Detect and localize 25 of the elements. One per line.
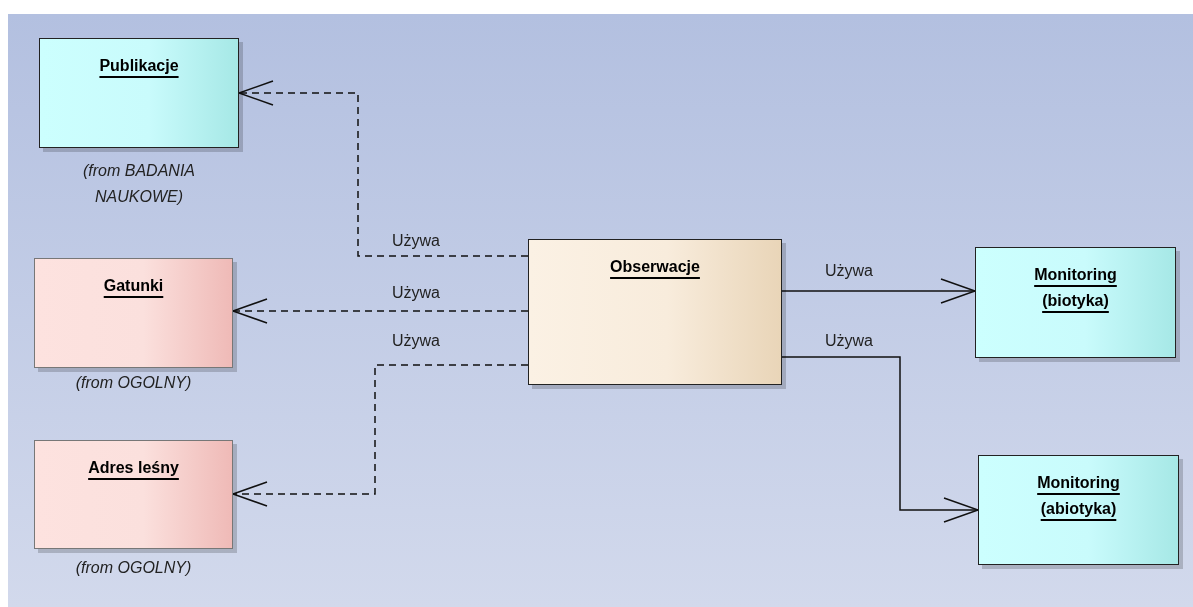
arrow	[781, 356, 979, 523]
edge-label: Używa	[392, 284, 440, 302]
edge-label: Używa	[825, 332, 873, 350]
dashed-arrow	[238, 80, 529, 257]
class-box	[975, 247, 1176, 358]
class-box	[39, 38, 239, 148]
class-name: Adres leśny	[88, 459, 179, 476]
class-name: Monitoring (biotyka)	[1034, 266, 1117, 309]
class-name: Obserwacje	[610, 258, 700, 275]
class-box	[528, 239, 782, 385]
package-note: (from BADANIA NAUKOWE)	[82, 161, 196, 207]
package-note: (from OGOLNY)	[74, 558, 193, 578]
class-name: Monitoring (abiotyka)	[1037, 474, 1120, 517]
edge-label: Używa	[392, 232, 440, 250]
arrow	[781, 278, 976, 304]
class-name: Gatunki	[103, 277, 164, 294]
package-note: (from OGOLNY)	[74, 373, 193, 393]
edge-label: Używa	[825, 262, 873, 280]
class-box	[978, 455, 1179, 565]
class-name: Publikacje	[99, 57, 179, 74]
class-box	[34, 258, 233, 368]
class-box	[34, 440, 233, 549]
dashed-arrow	[232, 364, 529, 507]
dashed-arrow	[232, 298, 529, 324]
edge-label: Używa	[392, 332, 440, 350]
